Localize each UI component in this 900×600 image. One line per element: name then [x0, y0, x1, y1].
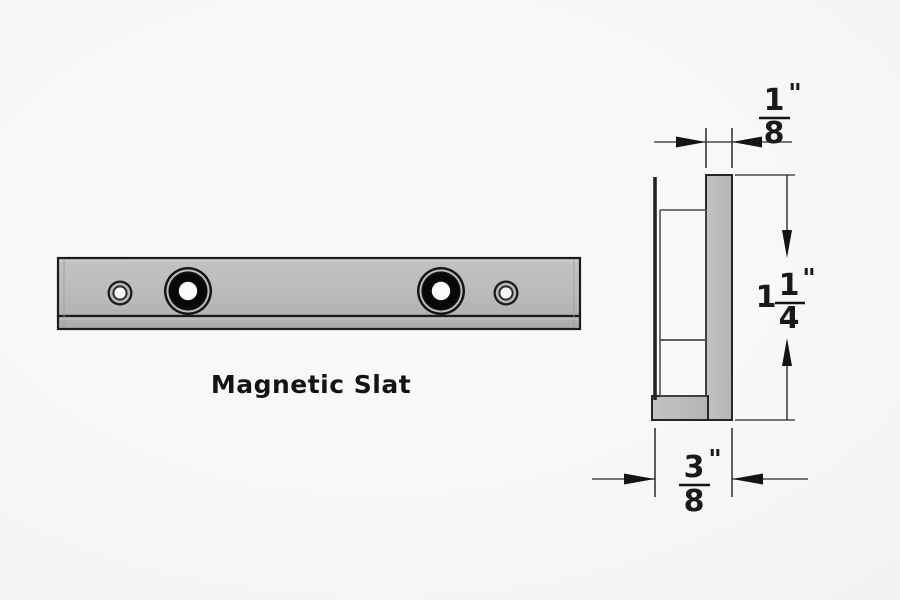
height-denominator: 4 [779, 301, 800, 336]
slat-body-face [56, 256, 582, 318]
slat-bottom-lip [56, 314, 582, 331]
dimension-one-eighth: 1 " 8 [654, 79, 802, 168]
arrow-depth-left [624, 473, 655, 485]
dimension-one-and-one-quarter: 1 1 " 4 [735, 174, 816, 421]
label-three-eighths: 3 " 8 [679, 445, 722, 519]
arrow-height-up [782, 338, 792, 366]
height-numerator: 1 [779, 268, 800, 303]
three-eighths-denominator: 8 [684, 484, 705, 519]
arrow-one-eighth-left [676, 136, 706, 148]
profile-flange [705, 174, 733, 421]
profile-cavity-upper [660, 209, 707, 341]
profile-foot [651, 395, 709, 421]
profile-cavity-lower [660, 339, 707, 397]
large-hole-right [417, 267, 465, 315]
one-eighth-numerator: 1 [764, 83, 785, 118]
front-view-caption: Magnetic Slat [211, 370, 411, 399]
one-eighth-unit-mark: " [788, 79, 802, 109]
arrow-depth-right [732, 473, 763, 485]
three-eighths-numerator: 3 [684, 450, 705, 485]
side-profile-view [651, 174, 733, 421]
arrow-height-down [782, 230, 792, 258]
one-eighth-denominator: 8 [764, 116, 785, 151]
small-hole-left [107, 280, 133, 306]
dimension-three-eighths: 3 " 8 [592, 428, 808, 519]
three-eighths-unit-mark: " [708, 445, 722, 475]
height-unit-mark: " [802, 264, 816, 294]
large-hole-left [164, 267, 212, 315]
label-one-eighth: 1 " 8 [759, 79, 802, 151]
arrow-one-eighth-right [732, 136, 762, 148]
label-one-and-one-quarter: 1 1 " 4 [756, 264, 816, 336]
small-hole-right [493, 280, 519, 306]
height-whole-number: 1 [756, 280, 777, 315]
front-view: Magnetic Slat [56, 256, 582, 399]
